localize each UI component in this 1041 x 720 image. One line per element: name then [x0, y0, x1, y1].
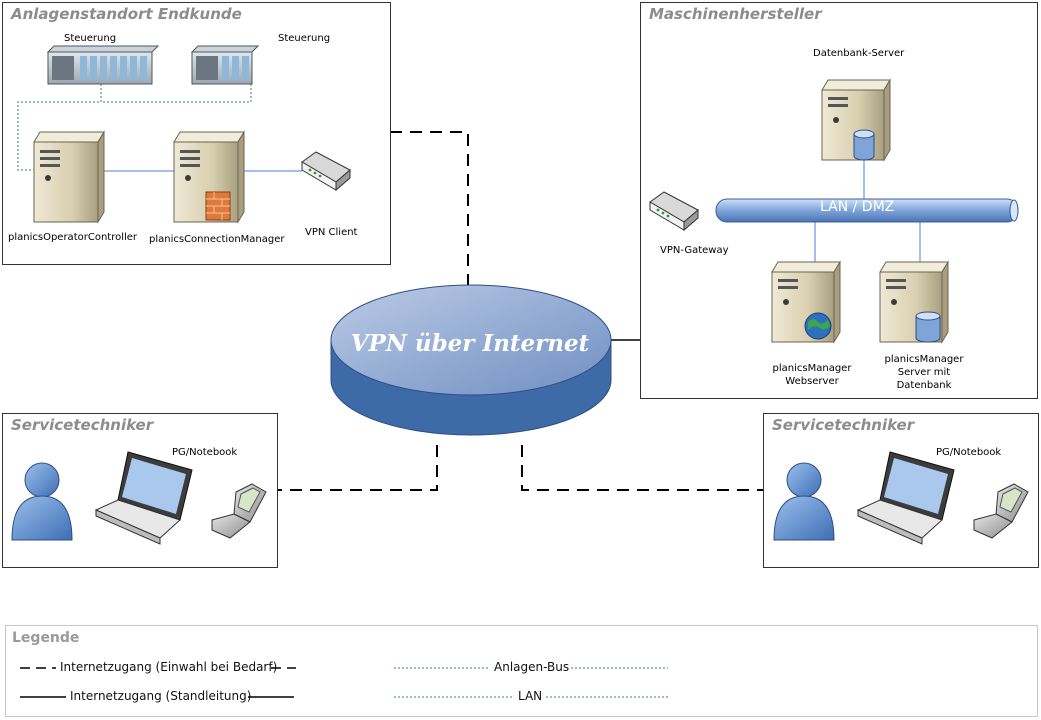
notebook-left-label: PG/Notebook	[172, 447, 238, 458]
phone-right-icon	[973, 483, 1029, 539]
webserver-label: planicsManager Webserver	[768, 362, 856, 388]
legend-symbols	[20, 667, 668, 698]
notebook-right-label: PG/Notebook	[936, 447, 1002, 458]
lan-dmz-label: LAN / DMZ	[820, 199, 895, 215]
laptop-left-icon	[94, 451, 193, 545]
service-right-box-title: Servicetechniker	[772, 416, 915, 434]
person-left-icon	[11, 462, 73, 541]
globe-icon	[804, 312, 832, 340]
db-server-label: Datenbank-Server	[813, 48, 905, 59]
legend-dialup-label: Internetzugang (Einwahl bei Bedarf)	[60, 660, 278, 674]
legend-leased-label: Internetzugang (Standleitung)	[70, 689, 252, 703]
vpn-cloud-label: VPN über Internet	[350, 330, 590, 357]
person-right-icon	[773, 462, 835, 541]
database-cylinder-2-icon	[915, 311, 941, 343]
vpn-gateway-label: VPN-Gateway	[660, 245, 729, 256]
plant-bus-line	[17, 84, 252, 171]
controller-2-label: Steuerung	[278, 33, 331, 44]
vpn-cloud	[330, 284, 612, 436]
phone-left-icon	[211, 483, 267, 539]
laptop-right-icon	[856, 451, 955, 545]
legend-title: Legende	[12, 630, 80, 646]
dialup-connections	[278, 131, 763, 491]
connection-manager-label: planicsConnectionManager	[149, 234, 285, 245]
dbserver-label-line1: planicsManager	[884, 354, 964, 365]
operator-controller-label: planicsOperatorController	[8, 232, 138, 243]
dbserver-label: planicsManager Server mit Datenbank	[878, 353, 970, 392]
legend-plant-bus-label: Anlagen-Bus	[494, 660, 570, 674]
controller-1-label: Steuerung	[64, 33, 117, 44]
webserver-icon	[771, 260, 841, 344]
vpn-client-label: VPN Client	[305, 227, 358, 238]
database-cylinder-icon	[853, 129, 875, 161]
vpn-gateway-router-icon	[649, 191, 699, 232]
vpn-client-router-icon	[301, 151, 351, 192]
webserver-label-line1: planicsManager	[772, 363, 852, 374]
legend-lan-label: LAN	[518, 689, 543, 703]
dbserver-label-line3: Datenbank	[896, 380, 952, 391]
service-left-box-title: Servicetechniker	[11, 416, 154, 434]
dbserver-label-line2: Server mit	[897, 367, 951, 378]
manufacturer-box-title: Maschinenhersteller	[649, 5, 822, 23]
webserver-label-line2: Webserver	[785, 376, 839, 387]
plc-controller-2-icon	[190, 45, 260, 85]
plc-controller-1-icon	[46, 45, 160, 85]
lan-links	[104, 160, 921, 262]
firewall-icon	[205, 191, 231, 221]
operator-controller-server-icon	[33, 130, 105, 224]
site-box-title: Anlagenstandort Endkunde	[11, 5, 242, 23]
legend: Legende Internetzugang (Einwahl bei Beda…	[5, 625, 1038, 717]
lan-dmz-bus	[715, 198, 1019, 223]
